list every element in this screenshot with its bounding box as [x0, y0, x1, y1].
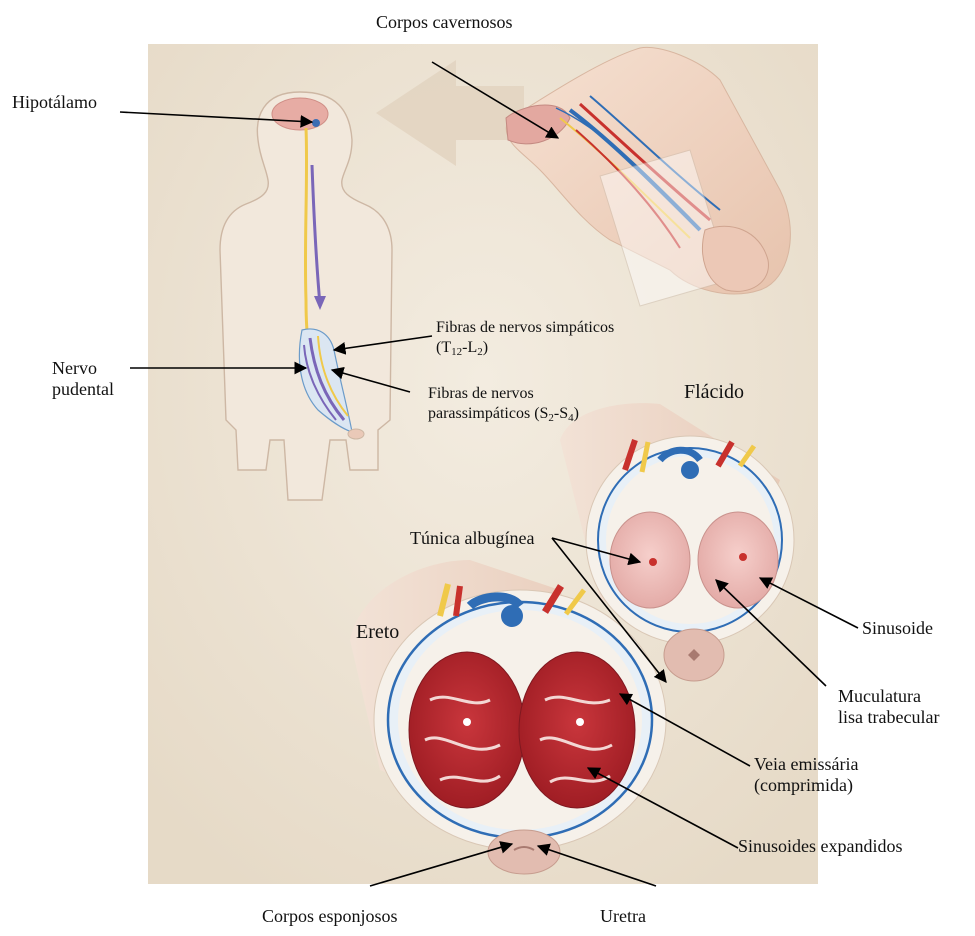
label-nervo-pudental-line1: Nervo [52, 358, 114, 379]
label-sinusoides-expandidos: Sinusoides expandidos [738, 836, 903, 857]
label-corpos-cavernosos: Corpos cavernosos [376, 12, 512, 33]
label-hipotalamo: Hipotálamo [12, 92, 97, 113]
label-simpaticos-line2: (T12-L2) [436, 338, 614, 358]
label-parassimpaticos-line1: Fibras de nervos [428, 384, 579, 404]
label-fibras-simpaticos: Fibras de nervos simpáticos (T12-L2) [436, 318, 614, 358]
label-ereto: Ereto [356, 622, 399, 643]
label-fibras-parassimpaticos: Fibras de nervos parassimpáticos (S2-S4) [428, 384, 579, 424]
brain [272, 98, 328, 130]
label-musculatura: Muculatura lisa trabecular [838, 686, 939, 728]
label-flacido: Flácido [684, 382, 744, 403]
label-musculatura-line2: lisa trabecular [838, 707, 939, 728]
label-nervo-pudental-line2: pudental [52, 379, 114, 400]
label-musculatura-line1: Muculatura [838, 686, 939, 707]
label-sinusoide: Sinusoide [862, 618, 933, 639]
label-veia-line2: (comprimida) [754, 775, 858, 796]
label-veia-emissaria: Veia emissária (comprimida) [754, 754, 858, 796]
label-veia-line1: Veia emissária [754, 754, 858, 775]
label-parassimpaticos-line2: parassimpáticos (S2-S4) [428, 404, 579, 424]
label-nervo-pudental: Nervo pudental [52, 358, 114, 400]
label-corpos-esponjosos: Corpos esponjosos [262, 906, 398, 927]
label-simpaticos-line1: Fibras de nervos simpáticos [436, 318, 614, 338]
hypothalamus-dot [312, 119, 320, 127]
label-tunica-albuginea: Túnica albugínea [410, 528, 534, 549]
label-uretra: Uretra [600, 906, 646, 927]
